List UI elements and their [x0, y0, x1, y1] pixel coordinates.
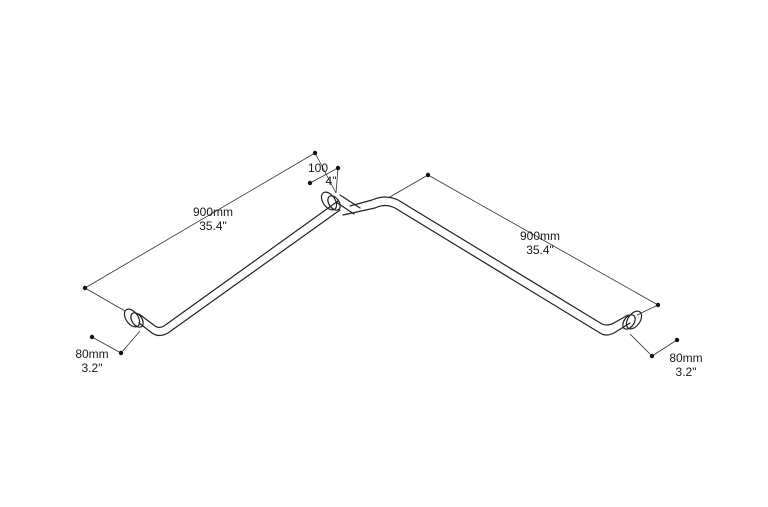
- left-projection-in-label: 3.2": [81, 361, 103, 375]
- dim-line-center-100: [309, 167, 339, 184]
- dim-line-right-900: [427, 174, 659, 306]
- dimension-dot: [118, 350, 124, 356]
- dimension-dot: [335, 165, 341, 171]
- left-arm: [138, 200, 341, 337]
- extension-line: [314, 152, 337, 194]
- extension-line: [120, 330, 141, 354]
- dimension-dot: [89, 334, 95, 340]
- right-arm: [342, 196, 631, 336]
- dimension-dot: [674, 337, 680, 343]
- dimension-dot: [655, 302, 661, 308]
- extension-line: [84, 287, 126, 312]
- extension-line: [387, 174, 429, 199]
- extension-line: [629, 333, 653, 357]
- center-offset-in-label: 4": [325, 174, 337, 188]
- left-length-in-label: 35.4": [199, 219, 227, 233]
- extension-line: [636, 304, 659, 316]
- dim-line-left-80: [91, 336, 122, 354]
- right-length-mm-label: 900mm: [519, 229, 561, 243]
- dimension-dot: [82, 285, 88, 291]
- right-projection-in-label: 3.2": [675, 365, 697, 379]
- dim-line-right-80: [651, 339, 678, 357]
- dimension-dot: [425, 172, 431, 178]
- left-length-mm-label: 900mm: [192, 205, 234, 219]
- left-flange: [123, 308, 144, 328]
- dimension-dot: [649, 353, 655, 359]
- right-projection-mm-label: 80mm: [669, 351, 703, 365]
- extension-line: [335, 167, 339, 194]
- left-projection-mm-label: 80mm: [75, 347, 109, 361]
- center-post: [335, 194, 361, 215]
- center-offset-mm-label: 100: [307, 161, 329, 175]
- right-length-in-label: 35.4": [526, 243, 554, 257]
- center-flange: [320, 191, 341, 211]
- right-flange: [622, 310, 643, 330]
- dim-line-left-900: [84, 152, 316, 289]
- dimension-dot: [307, 180, 313, 186]
- dimension-dot: [312, 150, 318, 156]
